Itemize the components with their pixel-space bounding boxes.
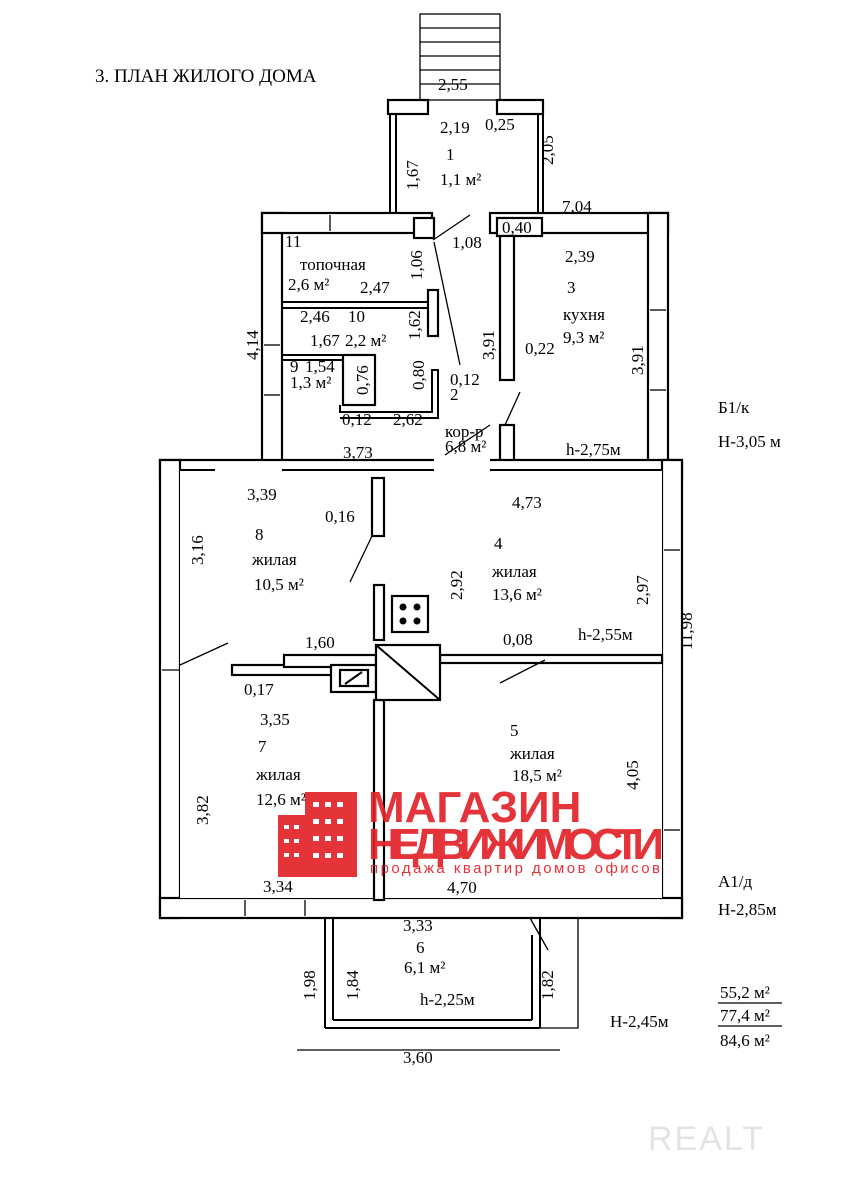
plan-label: 1,1 м² [440,170,481,189]
dimension-labels: 2,55 2,19 0,25 1 1,1 м² 1,67 2,05 7,04 0,40 2,39 3… [188,75,781,1067]
plan-label: h-2,75м [566,440,621,459]
plan-label: 0,17 [244,680,274,699]
building-logo-icon [278,792,357,877]
plan-label: 9,3 м² [563,328,604,347]
plan-label: 3 [567,278,576,297]
plan-title: 3. ПЛАН ЖИЛОГО ДОМА [95,66,317,87]
plan-label: 1,54 [305,357,335,376]
plan-label: 0,76 [353,365,372,395]
plan-label: 11,98 [677,612,696,650]
plan-label: 4,05 [623,760,642,790]
plan-label: 1,60 [305,633,335,652]
plan-label: 4 [494,534,503,553]
plan-label: 3,35 [260,710,290,729]
plan-label: 3,60 [403,1048,433,1067]
plan-label: 1 [446,145,455,164]
plan-label: 10 [348,307,365,326]
plan-label: 1,98 [300,970,319,1000]
plan-label: жилая [255,765,301,784]
plan-label: 1,67 [403,160,422,190]
plan-label: 2,55 [438,75,468,94]
plan-label: 7 [258,737,267,756]
plan-label: 1,62 [405,310,424,340]
plan-label: Б1/к [718,398,750,417]
plan-label: 3,82 [193,795,212,825]
plan-label: 4,70 [447,878,477,897]
plan-label: 0,22 [525,339,555,358]
plan-label: А1/д [718,872,753,891]
plan-label: 6,1 м² [404,958,445,977]
plan-label: 3,91 [628,345,647,375]
plan-label: 2,6 м² [288,275,329,294]
plan-label: 1,3 м² [290,373,331,392]
plan-label: 9 [290,357,299,376]
plan-label: 3,39 [247,485,277,504]
plan-label: кор-р [445,422,484,441]
plan-label: 3,91 [479,330,498,360]
plan-label: 0,08 [503,630,533,649]
plan-label: Н-2,85м [718,900,777,919]
logo-tagline: продажа квартир домов офисов [370,860,660,877]
logo: МАГАЗИН НЕДВИЖИМОСТИ продажа квартир дом… [278,783,664,877]
stairs [419,13,501,101]
plan-label: топочная [300,255,366,274]
plan-label: h-2,55м [578,625,633,644]
plan-label: 1,08 [452,233,482,252]
plan-label: 0,80 [409,360,428,390]
plan-label: 18,5 м² [512,766,562,785]
totals: 55,2 м² 77,4 м² 84,6 м² [720,983,770,1050]
plan-label: 2,47 [360,278,390,297]
plan-label: жилая [251,550,297,569]
plan-label: 4,14 [243,330,262,360]
plan-label: 2,62 [393,410,423,429]
plan-label: 3,73 [343,443,373,462]
overall-area: 84,6 м² [720,1031,770,1050]
plan-label: 13,6 м² [492,585,542,604]
plan-label: 0,12 [342,410,372,429]
logo-line2: НЕДВИЖИМОСТИ [368,820,664,869]
plan-label: 7,04 [562,197,592,216]
logo-line1: МАГАЗИН [368,783,581,832]
plan-label: 6 [416,938,425,957]
total-area: 77,4 м² [720,1006,770,1025]
doors [179,214,549,951]
watermark: REALT [648,1120,765,1158]
plan-label: 1,06 [407,250,426,280]
plan-label: 12,6 м² [256,790,306,809]
windows [162,215,680,916]
living-area-total: 55,2 м² [720,983,770,1002]
plan-label: 2,46 [300,307,330,326]
plan-label: 10,5 м² [254,575,304,594]
plan-label: 0,25 [485,115,515,134]
plan-label: 0,16 [325,507,355,526]
plan-label: 2,05 [538,135,557,165]
plan-label: кухня [563,305,605,324]
plan-label: 3,33 [403,916,433,935]
plan-label: 3,34 [263,877,293,896]
walls [158,13,782,1051]
stove-icon [390,594,430,634]
plan-label: 11 [285,232,301,251]
plan-label: жилая [491,562,537,581]
plan-label: 2 [450,385,459,404]
plan-label: 1,84 [343,970,362,1000]
plan-label: 8 [255,525,264,544]
plan-label: 0,12 [450,370,480,389]
plan-label: Н-3,05 м [718,432,781,451]
plan-label: 6,8 м² [445,437,486,456]
plan-label: 2,39 [565,247,595,266]
plan-label: 2,19 [440,118,470,137]
plan-label: 4,73 [512,493,542,512]
plan-label: 2,97 [633,575,652,605]
plan-label: 2,92 [447,570,466,600]
plan-label: h-2,25м [420,990,475,1009]
plan-label: 3,16 [188,535,207,565]
plan-label: 5 [510,721,519,740]
plan-label: 2,2 м² [345,331,386,350]
plan-label: 1,67 [310,331,340,350]
plan-label: 0,40 [502,218,532,237]
plan-label: Н-2,45м [610,1012,669,1031]
plan-label: 1,82 [538,970,557,1000]
plan-label: жилая [509,744,555,763]
